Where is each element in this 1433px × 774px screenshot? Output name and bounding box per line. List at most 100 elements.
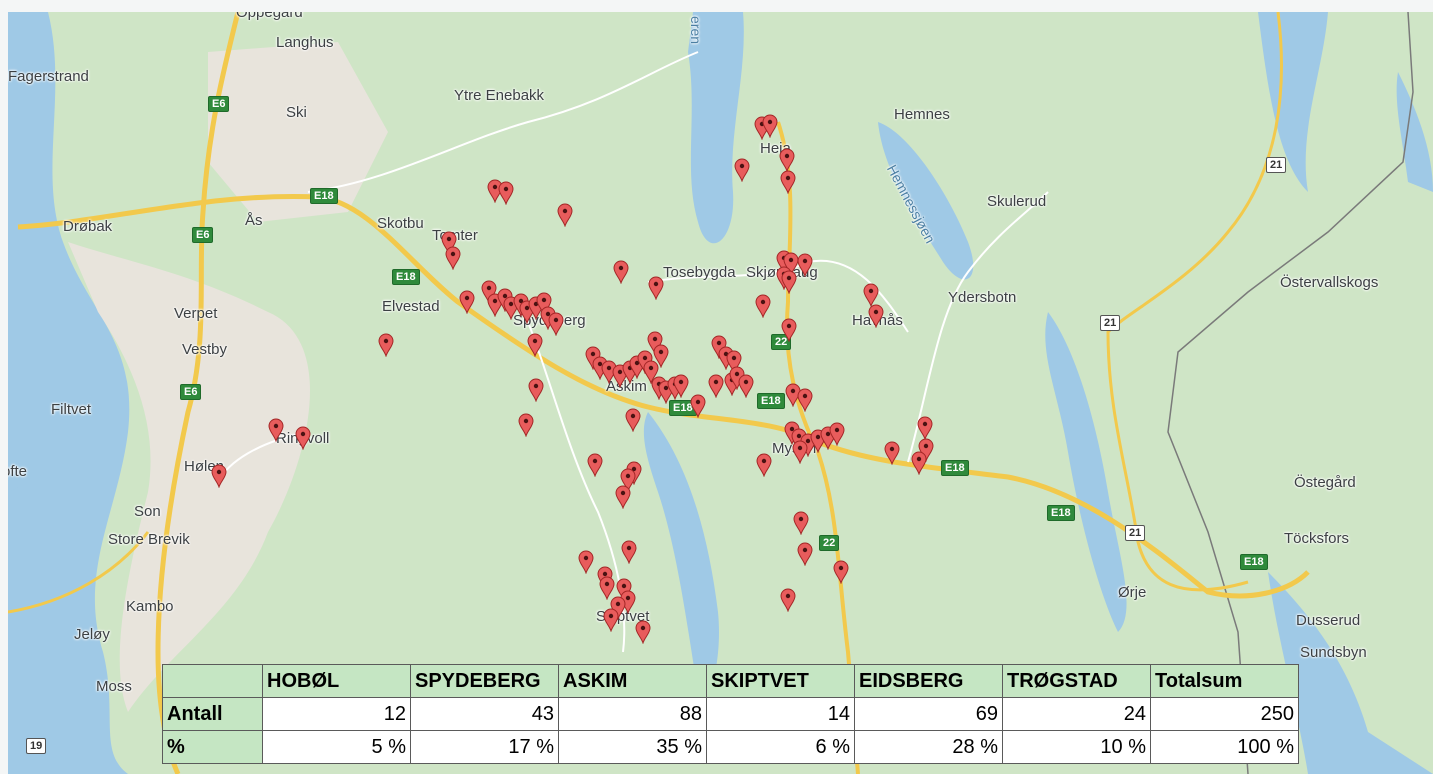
lake-east xyxy=(1045,312,1127,632)
water-label-oyeren: eren xyxy=(688,16,704,45)
map-pin-icon[interactable] xyxy=(911,451,927,476)
map-pin-icon[interactable] xyxy=(863,283,879,308)
table-row: Antall 12 43 88 14 69 24 250 xyxy=(162,697,1299,731)
fjord-west xyxy=(8,432,48,492)
table-cell: 69 xyxy=(854,697,1003,731)
place-filtvet: Filtvet xyxy=(51,401,92,418)
map-pin-icon[interactable] xyxy=(211,464,227,489)
map-pin-icon[interactable] xyxy=(653,344,669,369)
map-pin-icon[interactable] xyxy=(780,170,796,195)
map-pin-icon[interactable] xyxy=(884,441,900,466)
map-pin-icon[interactable] xyxy=(708,374,724,399)
map-pin-icon[interactable] xyxy=(635,620,651,645)
map-pin-icon[interactable] xyxy=(917,416,933,441)
map-pin-icon[interactable] xyxy=(673,374,689,399)
place-skotbu: Skotbu xyxy=(377,215,424,232)
map-pin-icon[interactable] xyxy=(615,485,631,510)
map-pin-icon[interactable] xyxy=(648,276,664,301)
road-shield-21: 21 xyxy=(1266,157,1287,173)
map-pin-icon[interactable] xyxy=(781,270,797,295)
table-cell: 28 % xyxy=(854,730,1003,764)
table-header-cell: HOBØL xyxy=(262,664,411,698)
road-shield-22: 22 xyxy=(819,535,840,551)
table-header-cell: TRØGSTAD xyxy=(1002,664,1151,698)
map-pin-icon[interactable] xyxy=(621,540,637,565)
map-pin-icon[interactable] xyxy=(557,203,573,228)
lake-sweden-south xyxy=(1268,572,1433,774)
map-pin-icon[interactable] xyxy=(833,560,849,585)
map-pin-icon[interactable] xyxy=(620,468,636,493)
map-pin-icon[interactable] xyxy=(445,246,461,271)
table-header-cell: SPYDEBERG xyxy=(410,664,559,698)
table-cell: 5 % xyxy=(262,730,411,764)
map-pin-icon[interactable] xyxy=(599,576,615,601)
map-pin-icon[interactable] xyxy=(690,394,706,419)
place-jeloy: Jeløy xyxy=(74,626,110,643)
road-shield-e6: E6 xyxy=(180,384,202,400)
place-langhus: Langhus xyxy=(276,34,334,51)
map-pin-icon[interactable] xyxy=(587,453,603,478)
map-pin-icon[interactable] xyxy=(797,388,813,413)
map-pin-icon[interactable] xyxy=(578,550,594,575)
map-pin-icon[interactable] xyxy=(726,350,742,375)
table-header-cell: ASKIM xyxy=(558,664,707,698)
place-moss: Moss xyxy=(96,678,132,695)
table-cell: 17 % xyxy=(410,730,559,764)
place-ski: Ski xyxy=(286,104,307,121)
map-pin-icon[interactable] xyxy=(797,542,813,567)
lake-hemnessjoen xyxy=(878,122,974,280)
map-pin-icon[interactable] xyxy=(829,422,845,447)
place-tosebygda: Tosebygda xyxy=(663,264,736,281)
table-row: % 5 % 17 % 35 % 6 % 28 % 10 % 100 % xyxy=(162,730,1299,764)
map-pin-icon[interactable] xyxy=(783,252,799,277)
map-pin-icon[interactable] xyxy=(498,181,514,206)
map-pin-icon[interactable] xyxy=(528,378,544,403)
map-pin-icon[interactable] xyxy=(527,333,543,358)
map-pin-icon[interactable] xyxy=(780,588,796,613)
map-pin-icon[interactable] xyxy=(603,608,619,633)
map-canvas[interactable]: Oppegard Langhus Fagerstrand Ski Ytre En… xyxy=(8,12,1433,774)
road-21 xyxy=(1106,12,1283,592)
map-pin-icon[interactable] xyxy=(625,408,641,433)
map-pin-icon[interactable] xyxy=(762,114,778,139)
map-pin-icon[interactable] xyxy=(738,374,754,399)
table-cell: 24 xyxy=(1002,697,1151,731)
statistics-table: HOBØL SPYDEBERG ASKIM SKIPTVET EIDSBERG … xyxy=(162,664,1299,764)
map-pin-icon[interactable] xyxy=(785,383,801,408)
table-header-cell: EIDSBERG xyxy=(854,664,1003,698)
road-west xyxy=(8,531,150,614)
place-as: Ås xyxy=(245,212,263,229)
map-pin-icon[interactable] xyxy=(487,179,503,204)
lake-glomma xyxy=(643,412,719,697)
table-cell: 43 xyxy=(410,697,559,731)
place-orje: Ørje xyxy=(1118,584,1147,601)
map-pin-icon[interactable] xyxy=(756,453,772,478)
map-pin-icon[interactable] xyxy=(779,148,795,173)
table-row-label: Antall xyxy=(162,697,263,731)
national-border xyxy=(1167,12,1414,774)
map-pin-icon[interactable] xyxy=(755,294,771,319)
map-pin-icon[interactable] xyxy=(459,290,475,315)
map-pin-icon[interactable] xyxy=(797,253,813,278)
map-pin-icon[interactable] xyxy=(643,360,659,385)
map-pin-icon[interactable] xyxy=(548,312,564,337)
map-pin-icon[interactable] xyxy=(781,318,797,343)
place-store-brevik: Store Brevik xyxy=(108,531,190,548)
map-pin-icon[interactable] xyxy=(793,511,809,536)
table-cell: 12 xyxy=(262,697,411,731)
map-pin-icon[interactable] xyxy=(518,413,534,438)
map-pin-icon[interactable] xyxy=(378,333,394,358)
map-pin-icon[interactable] xyxy=(792,440,808,465)
urban-ski xyxy=(208,42,388,222)
map-pin-icon[interactable] xyxy=(734,158,750,183)
place-hemnes: Hemnes xyxy=(894,106,950,123)
lake-far-east xyxy=(1396,72,1433,192)
map-pin-icon[interactable] xyxy=(295,426,311,451)
table-cell: 10 % xyxy=(1002,730,1151,764)
map-pin-icon[interactable] xyxy=(441,231,457,256)
road-shield-e18: E18 xyxy=(669,400,697,416)
map-pin-icon[interactable] xyxy=(268,418,284,443)
map-pin-icon[interactable] xyxy=(613,260,629,285)
place-askim: Askim xyxy=(606,378,647,395)
map-pin-icon[interactable] xyxy=(868,304,884,329)
